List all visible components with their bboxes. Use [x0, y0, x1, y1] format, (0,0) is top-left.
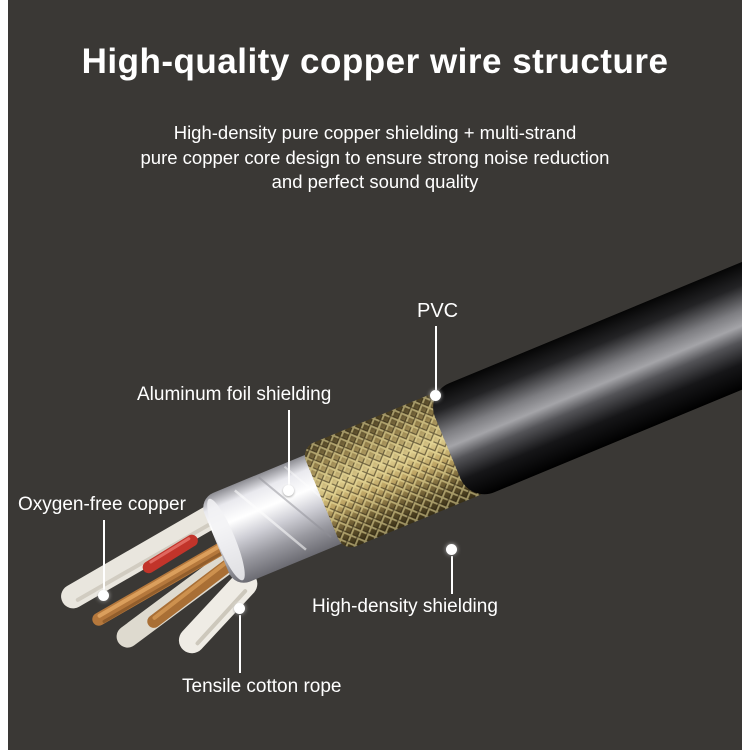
callout-dot-high-density-shielding — [446, 544, 457, 555]
callout-dot-tensile-cotton-rope — [234, 603, 245, 614]
leader-line-high-density-shielding — [451, 556, 453, 594]
cotton-strand-lower — [178, 570, 258, 654]
label-pvc: PVC — [417, 300, 459, 322]
leader-line-tensile-cotton-rope — [239, 615, 241, 673]
foil-cut-face — [207, 498, 245, 581]
subtitle-line-2: pure copper core design to ensure strong… — [140, 146, 610, 168]
inner-strands — [61, 500, 258, 654]
cotton-strand-shade — [75, 515, 224, 602]
label-high-density-shielding: High-density shielding — [312, 596, 498, 617]
foil-wrinkle — [258, 476, 332, 538]
label-aluminum-foil-shielding: Aluminum foil shielding — [137, 384, 332, 405]
copper-wire-1-highlight — [97, 537, 233, 618]
red-wire-tip — [142, 534, 198, 574]
subtitle-line-1: High-density pure copper shielding + mul… — [173, 122, 577, 143]
copper-wire-2-highlight — [152, 555, 236, 620]
label-tensile-cotton-rope: Tensile cotton rope — [182, 676, 342, 697]
leader-line-pvc — [435, 326, 437, 390]
cable-group — [61, 217, 750, 654]
left-frame-edge — [0, 0, 8, 750]
copper-wire-1 — [92, 536, 239, 626]
cotton-strand-tip — [61, 500, 231, 609]
leader-line-aluminum-foil — [288, 410, 290, 485]
leader-line-oxygen-free-copper — [103, 520, 105, 590]
foil-wrinkle — [234, 489, 307, 551]
label-oxygen-free-copper: Oxygen-free copper — [18, 494, 186, 515]
right-frame-edge — [742, 0, 750, 750]
pvc-jacket — [433, 217, 750, 495]
copper-wire-2 — [147, 552, 243, 628]
callout-dot-aluminum-foil — [283, 485, 294, 496]
page-title: High-quality copper wire structure — [81, 42, 669, 81]
callout-dot-pvc — [430, 390, 441, 401]
red-wire-highlight — [149, 537, 191, 564]
subtitle-line-3: and perfect sound quality — [271, 171, 479, 192]
subtitle: High-density pure copper shielding + mul… — [0, 121, 750, 195]
cotton-strand-lower-shade — [195, 589, 248, 646]
callout-dot-oxygen-free-copper — [98, 590, 109, 601]
copper-wire-1-shadow — [102, 544, 235, 623]
